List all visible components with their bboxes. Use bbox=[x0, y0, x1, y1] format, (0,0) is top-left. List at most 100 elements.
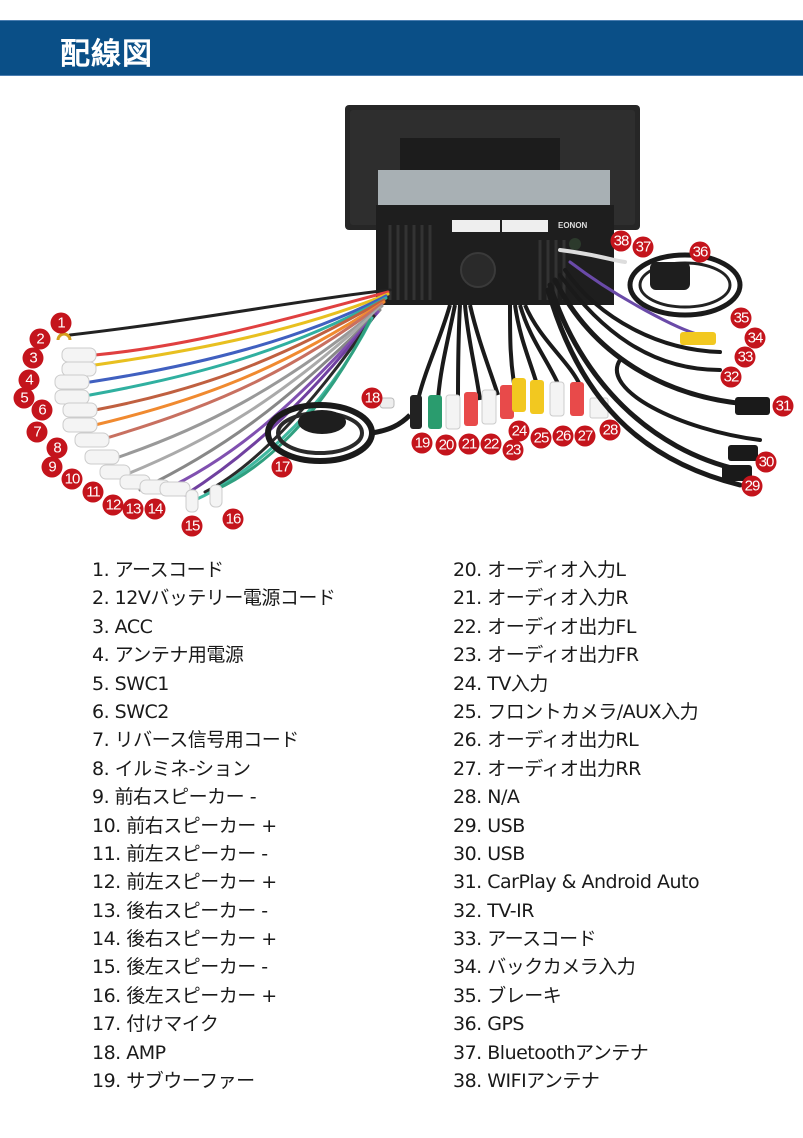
callout-badge-31: 31 bbox=[772, 395, 794, 417]
connector-a bbox=[452, 220, 500, 232]
legend-item: 9. 前右スピーカー - bbox=[92, 786, 257, 809]
callout-badge-14: 14 bbox=[144, 498, 166, 520]
callout-badge-34: 34 bbox=[744, 327, 766, 349]
fan bbox=[460, 252, 496, 288]
callout-badge-18: 18 bbox=[361, 387, 383, 409]
callout-badge-37: 37 bbox=[632, 236, 654, 258]
callout-badge-19: 19 bbox=[411, 432, 433, 454]
callout-badge-12: 12 bbox=[102, 494, 124, 516]
callout-badge-13: 13 bbox=[122, 498, 144, 520]
legend-item: 10. 前右スピーカー + bbox=[92, 814, 277, 837]
callout-badge-24: 24 bbox=[508, 420, 530, 442]
legend-item: 28. N/A bbox=[453, 786, 520, 809]
legend-item: 14. 後右スピーカー + bbox=[92, 928, 277, 951]
legend-item: 6. SWC2 bbox=[92, 700, 169, 723]
brand-logo: EONON bbox=[558, 221, 588, 230]
legend-item: 19. サブウーファー bbox=[92, 1070, 255, 1093]
legend-item: 3. ACC bbox=[92, 615, 153, 638]
callout-badge-4: 4 bbox=[18, 369, 40, 391]
legend-item: 16. 後左スピーカー + bbox=[92, 984, 277, 1007]
power-harness bbox=[68, 288, 392, 502]
camera-rca bbox=[680, 332, 716, 345]
callout-badge-22: 22 bbox=[480, 433, 502, 455]
gps-antenna bbox=[627, 252, 743, 318]
legend-item: 4. アンテナ用電源 bbox=[92, 644, 244, 667]
usb-plug-30 bbox=[728, 445, 758, 461]
legend-item: 1. アースコード bbox=[92, 559, 224, 581]
legend-item: 8. イルミネ-ション bbox=[92, 757, 251, 780]
antenna-port bbox=[569, 238, 581, 250]
connector-b bbox=[502, 220, 548, 232]
legend-item: 15. 後左スピーカー - bbox=[92, 956, 268, 979]
microphone bbox=[265, 402, 412, 464]
legend-item: 17. 付けマイク bbox=[92, 1013, 219, 1036]
callout-badge-11: 11 bbox=[82, 481, 104, 503]
callout-badge-27: 27 bbox=[574, 425, 596, 447]
legend-item: 18. AMP bbox=[92, 1041, 166, 1064]
legend-item: 23. オーディオ出力FR bbox=[453, 644, 639, 667]
legend-item: 25. フロントカメラ/AUX入力 bbox=[453, 700, 699, 723]
legend-item: 11. 前左スピーカー - bbox=[92, 842, 268, 865]
callout-badge-9: 9 bbox=[41, 456, 63, 478]
callout-badge-28: 28 bbox=[599, 419, 621, 441]
callout-badge-21: 21 bbox=[458, 433, 480, 455]
callout-badge-33: 33 bbox=[734, 346, 756, 368]
callout-badge-5: 5 bbox=[13, 387, 35, 409]
page-title: 配線図 bbox=[60, 37, 153, 72]
legend-item: 29. USB bbox=[453, 814, 525, 837]
callout-badge-36: 36 bbox=[689, 241, 711, 263]
callout-badge-29: 29 bbox=[741, 475, 763, 497]
callout-badge-15: 15 bbox=[181, 515, 203, 537]
callout-badge-35: 35 bbox=[730, 307, 752, 329]
callout-badge-17: 17 bbox=[271, 456, 293, 478]
head-unit: EONON bbox=[345, 105, 640, 305]
legend-item: 24. TV入力 bbox=[453, 672, 548, 695]
legend-item: 21. オーディオ入力R bbox=[453, 587, 629, 610]
callout-badge-38: 38 bbox=[610, 230, 632, 252]
callout-badge-6: 6 bbox=[31, 399, 53, 421]
legend-item: 20. オーディオ入力L bbox=[453, 559, 626, 581]
callout-badge-2: 2 bbox=[29, 328, 51, 350]
heat-sink-fins bbox=[388, 225, 566, 300]
callout-badge-8: 8 bbox=[46, 437, 68, 459]
legend-left-column: 1. アースコード 2. 12Vバッテリー電源コード 3. ACC 4. アンテナ用電… bbox=[92, 556, 336, 1095]
header-banner: 配線図 bbox=[0, 20, 803, 76]
legend-item: 27. オーディオ出力RR bbox=[453, 757, 641, 780]
legend-item: 2. 12Vバッテリー電源コード bbox=[92, 587, 336, 610]
wiring-diagram: EONON bbox=[54, 105, 770, 513]
callout-badge-16: 16 bbox=[222, 508, 244, 530]
legend-item: 5. SWC1 bbox=[92, 672, 169, 695]
legend-item: 35. ブレーキ bbox=[453, 984, 562, 1007]
legend-item: 31. CarPlay & Android Auto bbox=[453, 871, 700, 894]
legend-item: 12. 前左スピーカー + bbox=[92, 871, 277, 894]
legend-item: 22. オーディオ出力FL bbox=[453, 615, 636, 638]
ground-ring bbox=[56, 332, 72, 341]
callout-badge-10: 10 bbox=[61, 468, 83, 490]
legend-item: 36. GPS bbox=[453, 1013, 525, 1036]
callout-badge-1: 1 bbox=[50, 312, 72, 334]
mount-bracket bbox=[400, 138, 560, 174]
legend-item: 7. リバース信号用コード bbox=[92, 729, 299, 752]
legend-item: 26. オーディオ出力RL bbox=[453, 729, 639, 752]
metal-plate bbox=[378, 170, 610, 205]
callout-badge-30: 30 bbox=[755, 451, 777, 473]
carplay-usb bbox=[735, 397, 770, 415]
legend-item: 34. バックカメラ入力 bbox=[453, 956, 636, 979]
legend-item: 38. WIFIアンテナ bbox=[453, 1070, 600, 1093]
legend-right-column: 20. オーディオ入力L 21. オーディオ入力R 22. オーディオ出力FL 23.… bbox=[453, 556, 700, 1095]
callout-badge-20: 20 bbox=[435, 434, 457, 456]
legend-item: 37. Bluetoothアンテナ bbox=[453, 1041, 649, 1064]
callout-badge-3: 3 bbox=[22, 347, 44, 369]
callout-badge-25: 25 bbox=[530, 427, 552, 449]
legend-item: 30. USB bbox=[453, 842, 525, 865]
callout-badge-32: 32 bbox=[720, 366, 742, 388]
callout-badge-26: 26 bbox=[552, 425, 574, 447]
spade-terminals bbox=[54, 347, 223, 513]
rca-cables bbox=[416, 304, 582, 401]
callout-badge-7: 7 bbox=[26, 421, 48, 443]
legend-item: 13. 後右スピーカー - bbox=[92, 899, 268, 922]
rca-plugs bbox=[410, 378, 609, 430]
callout-badge-23: 23 bbox=[502, 439, 524, 461]
right-cables bbox=[545, 248, 763, 488]
legend-item: 32. TV-IR bbox=[453, 899, 534, 922]
